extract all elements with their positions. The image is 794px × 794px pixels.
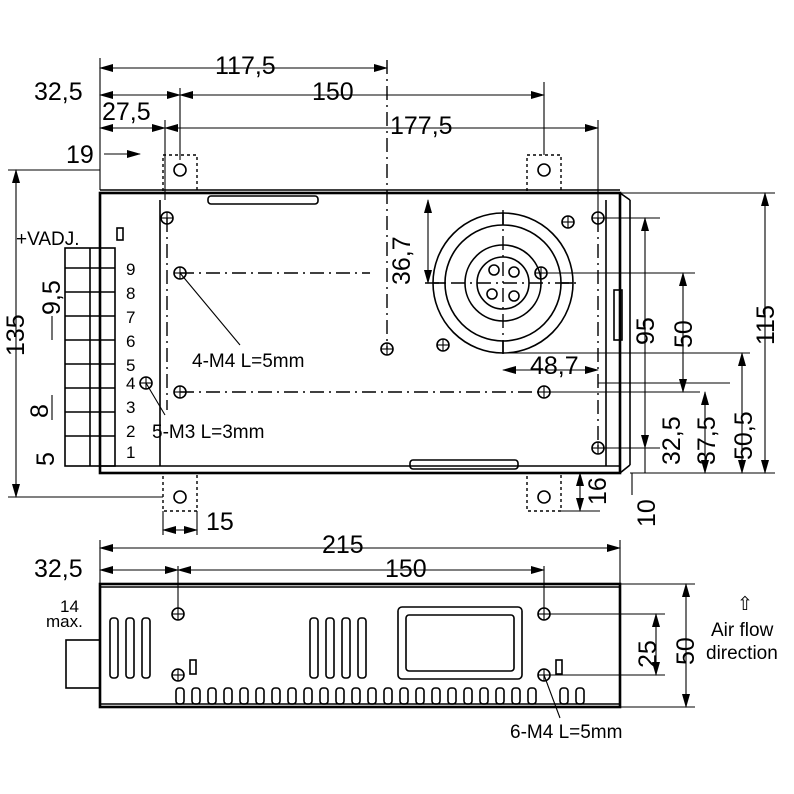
dim-32-5-top: 32,5 — [34, 78, 83, 106]
leader-line — [543, 674, 561, 719]
terminal-label: 7 — [126, 308, 135, 327]
m3-holes-label: 5-M3 L=3mm — [152, 422, 264, 443]
max-word-label: max. — [46, 612, 83, 631]
terminal-label: 5 — [126, 356, 135, 375]
leader-line — [179, 272, 241, 346]
top-slot — [207, 195, 319, 205]
dim-117-5: 117,5 — [215, 52, 276, 80]
mount-bracket — [526, 154, 562, 194]
dim-25: 25 — [634, 640, 662, 668]
dim-48-7: 48,7 — [530, 352, 579, 380]
leader-line — [145, 382, 166, 416]
dim-10: 10 — [633, 499, 661, 527]
m4-side-label: 6-M4 L=5mm — [510, 722, 622, 743]
terminal-label: 3 — [126, 398, 135, 417]
bracket-hole — [537, 163, 551, 177]
dim-50-right: 50 — [670, 320, 698, 348]
top-view: 9 8 7 6 5 4 3 2 1 117,5 32,5 150 — [2, 52, 780, 536]
dim-27-5: 27,5 — [102, 98, 151, 126]
mount-bracket — [162, 154, 198, 194]
dim-36-7: 36,7 — [388, 236, 416, 285]
bracket-hole — [173, 490, 187, 504]
dim-50-side: 50 — [672, 637, 700, 665]
terminal-block — [64, 227, 124, 467]
dim-8: 8 — [26, 404, 54, 418]
airflow-arrow-icon: ⇧ — [737, 594, 753, 615]
vent-row — [175, 687, 585, 705]
bottom-slot — [409, 459, 519, 470]
terminal-label: 2 — [126, 422, 135, 441]
max-14-label: 14 — [60, 597, 79, 616]
dim-37-5: 37,5 — [693, 416, 721, 465]
dim-95: 95 — [632, 317, 660, 345]
top-housing-edge — [619, 192, 631, 201]
dim-15: 15 — [206, 508, 234, 536]
terminal-label: 9 — [126, 260, 135, 279]
terminal-stub — [65, 639, 101, 689]
dim-9-5: 9,5 — [38, 280, 66, 315]
side-view: 215 32,5 150 25 50 14 max. 6-M4 L=5mm ⇧ … — [34, 531, 778, 743]
dim-215: 215 — [322, 531, 364, 559]
terminal-label: 1 — [126, 443, 135, 462]
dim-32-5-right: 32,5 — [658, 416, 686, 465]
dim-135: 135 — [2, 314, 30, 356]
m4-holes-label: 4-M4 L=5mm — [192, 351, 304, 372]
dim-177-5: 177,5 — [390, 112, 453, 140]
terminal-label: 4 — [126, 374, 135, 393]
bracket-hole — [537, 490, 551, 504]
dim-19: 19 — [66, 141, 94, 169]
airflow-label-line1: Air flow — [711, 620, 774, 641]
side-slot — [613, 289, 623, 341]
mount-bracket — [162, 472, 198, 512]
dim-150-top: 150 — [312, 78, 354, 106]
bracket-hole — [173, 163, 187, 177]
top-mount-holes — [139, 211, 605, 455]
side-mount-holes — [171, 607, 563, 682]
vadj-pot — [116, 227, 124, 241]
terminal-label: 8 — [126, 284, 135, 303]
top-housing-edge — [619, 464, 631, 474]
dim-50-5: 50,5 — [730, 411, 758, 460]
terminal-label: 6 — [126, 332, 135, 351]
mount-bracket — [526, 472, 562, 512]
top-housing-outline — [98, 191, 622, 475]
dim-32-5-side: 32,5 — [34, 555, 83, 583]
dim-115: 115 — [752, 305, 780, 345]
vadj-label: +VADJ. — [16, 229, 80, 250]
dim-16: 16 — [584, 477, 612, 505]
dim-5: 5 — [32, 452, 60, 466]
airflow-label-line2: direction — [706, 643, 778, 664]
dim-150-side: 150 — [385, 555, 427, 583]
